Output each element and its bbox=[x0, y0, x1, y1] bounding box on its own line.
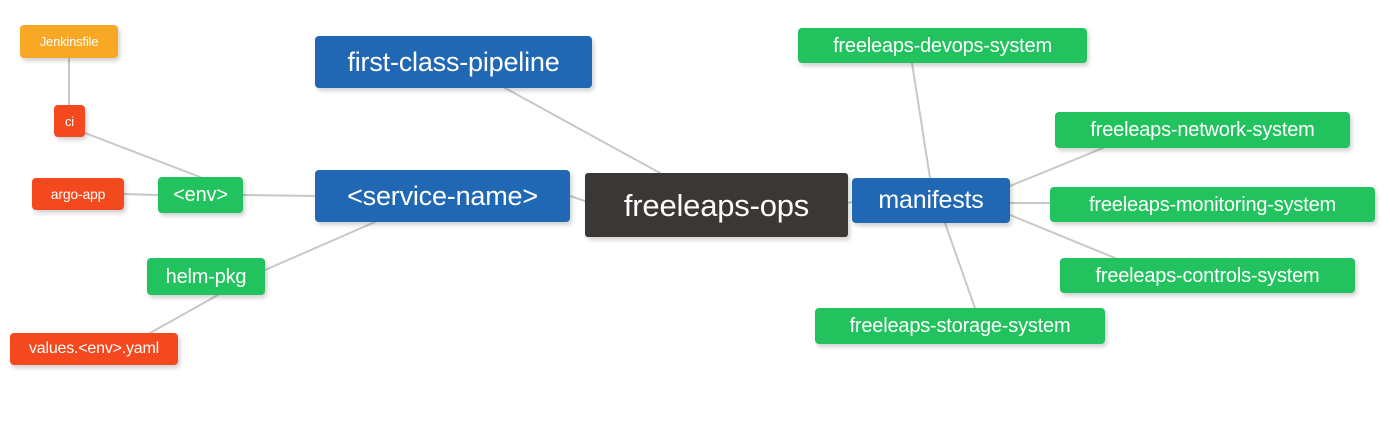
node-argo-app[interactable]: argo-app bbox=[32, 178, 124, 210]
edge-freeleaps-ops-to-manifests bbox=[847, 201, 853, 204]
edge-manifests-to-freeleaps-controls-system bbox=[1009, 214, 1116, 259]
node-label: argo-app bbox=[50, 186, 106, 202]
edge-helm-pkg-to-service-name bbox=[264, 221, 376, 271]
node-label: values.<env>.yaml bbox=[28, 340, 159, 357]
node-label: manifests bbox=[878, 186, 984, 214]
edge-service-name-to-freeleaps-ops bbox=[569, 195, 586, 202]
edge-ci-to-env bbox=[84, 132, 201, 178]
node-ci[interactable]: ci bbox=[54, 105, 85, 137]
edge-manifests-to-freeleaps-devops-system bbox=[911, 62, 931, 179]
edge-values-yaml-to-helm-pkg bbox=[149, 294, 219, 334]
node-label: <env> bbox=[173, 184, 228, 206]
node-freeleaps-devops-system[interactable]: freeleaps-devops-system bbox=[798, 28, 1087, 63]
node-service-name[interactable]: <service-name> bbox=[315, 170, 570, 222]
node-label: ci bbox=[65, 113, 74, 129]
edge-argo-app-to-env bbox=[123, 193, 159, 196]
node-env[interactable]: <env> bbox=[158, 177, 243, 213]
node-label: freeleaps-storage-system bbox=[849, 315, 1071, 337]
node-label: freeleaps-devops-system bbox=[833, 34, 1052, 57]
edge-manifests-to-freeleaps-network-system bbox=[1009, 147, 1104, 187]
node-freeleaps-network-system[interactable]: freeleaps-network-system bbox=[1055, 112, 1350, 148]
node-first-class-pipeline[interactable]: first-class-pipeline bbox=[315, 36, 592, 88]
node-freeleaps-controls-system[interactable]: freeleaps-controls-system bbox=[1060, 258, 1355, 293]
node-helm-pkg[interactable]: helm-pkg bbox=[147, 258, 265, 295]
edge-manifests-to-freeleaps-storage-system bbox=[944, 222, 976, 309]
edge-first-class-pipeline-to-freeleaps-ops bbox=[504, 87, 661, 174]
node-label: first-class-pipeline bbox=[347, 46, 560, 77]
node-freeleaps-storage-system[interactable]: freeleaps-storage-system bbox=[815, 308, 1105, 344]
node-label: freeleaps-network-system bbox=[1090, 119, 1315, 141]
node-label: <service-name> bbox=[347, 180, 538, 211]
node-freeleaps-monitoring-system[interactable]: freeleaps-monitoring-system bbox=[1050, 187, 1375, 222]
node-label: freeleaps-ops bbox=[623, 187, 810, 223]
node-label: freeleaps-monitoring-system bbox=[1089, 193, 1336, 216]
edge-env-to-service-name bbox=[242, 194, 316, 197]
node-jenkinsfile[interactable]: Jenkinsfile bbox=[20, 25, 118, 58]
node-label: helm-pkg bbox=[165, 265, 247, 288]
node-freeleaps-ops[interactable]: freeleaps-ops bbox=[585, 173, 848, 237]
node-manifests[interactable]: manifests bbox=[852, 178, 1010, 223]
node-values-yaml[interactable]: values.<env>.yaml bbox=[10, 333, 178, 365]
node-label: freeleaps-controls-system bbox=[1095, 264, 1320, 287]
node-label: Jenkinsfile bbox=[39, 34, 99, 49]
